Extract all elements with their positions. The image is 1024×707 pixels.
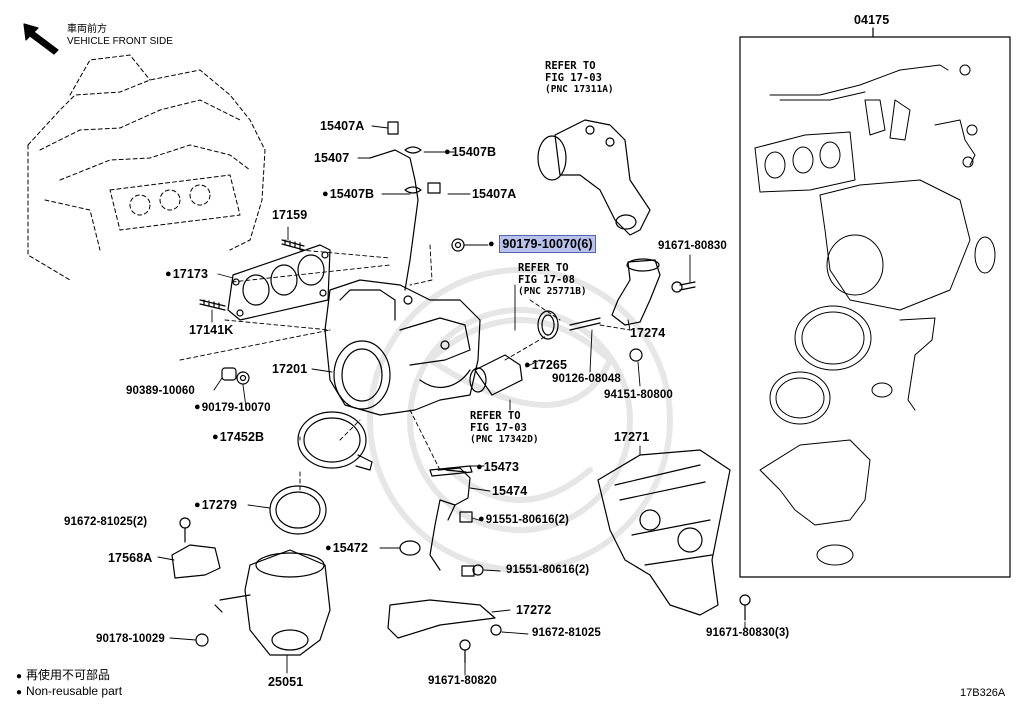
legend-en: Non-reusable part — [26, 684, 123, 698]
ref-line: REFER TO — [518, 262, 569, 274]
part-15473[interactable]: 15473 — [476, 461, 519, 474]
bullet-icon: ● — [16, 687, 23, 698]
legend: ●再使用不可部品 ●Non-reusable part — [16, 668, 122, 700]
nut-90179-10070 — [236, 371, 250, 385]
manifold-gasket-17173 — [227, 244, 331, 321]
ref-line: (PNC 17342D) — [470, 434, 539, 445]
intake-pipe-17311A — [537, 119, 651, 236]
part-91671-80830-3[interactable]: 91671-80830(3) — [706, 627, 790, 639]
part-90126-08048[interactable]: 90126-08048 — [552, 373, 621, 385]
bolt-90389-10060 — [221, 367, 237, 381]
part-15407B-left[interactable]: 15407B — [322, 188, 374, 201]
part-25051[interactable]: 25051 — [268, 675, 304, 689]
refer-fig-17-03-b[interactable]: REFER TO FIG 17-03 (PNC 17342D) — [470, 410, 539, 446]
ref-line: FIG 17-03 — [470, 422, 527, 434]
part-04175[interactable]: 04175 — [854, 13, 890, 27]
hose-17274 — [611, 258, 661, 326]
bullet-icon: ● — [16, 671, 23, 682]
nut-90179-10070-6 — [451, 238, 465, 252]
highlighted-part-number: 90179-10070(6) — [499, 235, 596, 253]
part-90389-10060[interactable]: 90389-10060 — [126, 385, 195, 397]
part-17271[interactable]: 17271 — [614, 430, 650, 444]
stud-90126-08048 — [569, 317, 601, 331]
part-15407A-top[interactable]: 15407A — [320, 119, 365, 133]
legend-jp: 再使用不可部品 — [26, 668, 111, 682]
part-91551-80616-2-b[interactable]: 91551-80616(2) — [506, 564, 590, 576]
stay-17272 — [387, 599, 502, 664]
watermark-emblem — [367, 267, 673, 573]
bolt-91671-80830 — [671, 281, 696, 293]
assembly-dash-lines — [179, 244, 631, 491]
pipe-17342D — [469, 354, 523, 396]
part-17272[interactable]: 17272 — [516, 603, 552, 617]
ref-line: REFER TO — [545, 60, 596, 72]
part-17568A[interactable]: 17568A — [108, 551, 153, 565]
part-90179-10070-6[interactable]: 90179-10070(6) — [488, 235, 596, 253]
part-17159[interactable]: 17159 — [272, 208, 308, 222]
gasket-15473 — [429, 465, 473, 477]
nut-94151-80800 — [629, 348, 643, 362]
engine-block-outline — [27, 54, 266, 281]
part-15407A-right[interactable]: 15407A — [472, 187, 517, 201]
drawing-number: 17B326A — [960, 687, 1006, 699]
bolt-91671-80830-3 — [739, 594, 751, 621]
part-17279[interactable]: 17279 — [194, 499, 237, 512]
kit-box-contents — [754, 64, 996, 566]
refer-fig-17-08[interactable]: REFER TO FIG 17-08 (PNC 25771B) — [518, 262, 587, 298]
gasket-17279 — [269, 485, 327, 535]
part-17201[interactable]: 17201 — [272, 362, 308, 376]
vehicle-front-jp: 車両前方 — [67, 24, 107, 35]
part-17452B[interactable]: 17452B — [212, 431, 264, 444]
stud-17159 — [281, 239, 305, 251]
part-15472[interactable]: 15472 — [325, 542, 368, 555]
oil-pipe-15407 — [369, 121, 441, 291]
refer-fig-17-03-a[interactable]: REFER TO FIG 17-03 (PNC 17311A) — [545, 60, 614, 96]
part-91551-80616-2-a[interactable]: 91551-80616(2) — [478, 514, 569, 527]
part-15474[interactable]: 15474 — [492, 484, 528, 498]
part-91671-80830[interactable]: 91671-80830 — [658, 240, 727, 252]
part-15407[interactable]: 15407 — [314, 151, 350, 165]
bolt-91551-80616 — [472, 564, 484, 576]
part-15407B-right[interactable]: 15407B — [444, 146, 496, 159]
heat-insulator-17271 — [597, 449, 731, 616]
ref-line: REFER TO — [470, 410, 521, 422]
part-94151-80800[interactable]: 94151-80800 — [604, 389, 673, 401]
converter-25051 — [214, 549, 331, 656]
legend-row-jp: ●再使用不可部品 — [16, 668, 122, 684]
ref-line: (PNC 25771B) — [518, 286, 587, 297]
ref-line: (PNC 17311A) — [545, 84, 614, 95]
bracket-17568A — [171, 517, 221, 579]
turbocharger-17201 — [324, 279, 481, 416]
vehicle-front-en: VEHICLE FRONT SIDE — [67, 36, 173, 47]
nut-90178-10029 — [195, 633, 209, 647]
arrow-up-left-icon — [23, 23, 59, 55]
part-17274[interactable]: 17274 — [630, 326, 666, 340]
clamp-17452B — [297, 411, 373, 471]
kit-box-04175 — [739, 27, 1011, 578]
part-91671-80820[interactable]: 91671-80820 — [428, 675, 497, 687]
part-90178-10029[interactable]: 90178-10029 — [96, 633, 165, 645]
ref-line: FIG 17-03 — [545, 72, 602, 84]
part-90179-10070[interactable]: 90179-10070 — [194, 402, 271, 415]
part-91672-81025[interactable]: 91672-81025 — [532, 627, 601, 639]
ref-line: FIG 17-08 — [518, 274, 575, 286]
stud-17141K — [199, 299, 226, 311]
part-91672-81025-2[interactable]: 91672-81025(2) — [64, 516, 148, 528]
vehicle-front-label: 車両前方 VEHICLE FRONT SIDE — [67, 24, 173, 48]
part-17265[interactable]: 17265 — [524, 359, 567, 372]
part-17141K[interactable]: 17141K — [189, 323, 234, 337]
legend-row-en: ●Non-reusable part — [16, 684, 122, 700]
part-17173[interactable]: 17173 — [165, 268, 208, 281]
